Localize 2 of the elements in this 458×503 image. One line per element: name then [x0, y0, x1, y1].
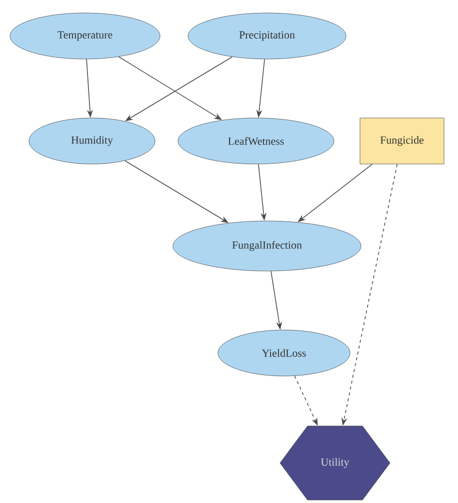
decision-box: Fungicide [360, 118, 444, 164]
utility-hexagon: Utility [280, 426, 390, 500]
